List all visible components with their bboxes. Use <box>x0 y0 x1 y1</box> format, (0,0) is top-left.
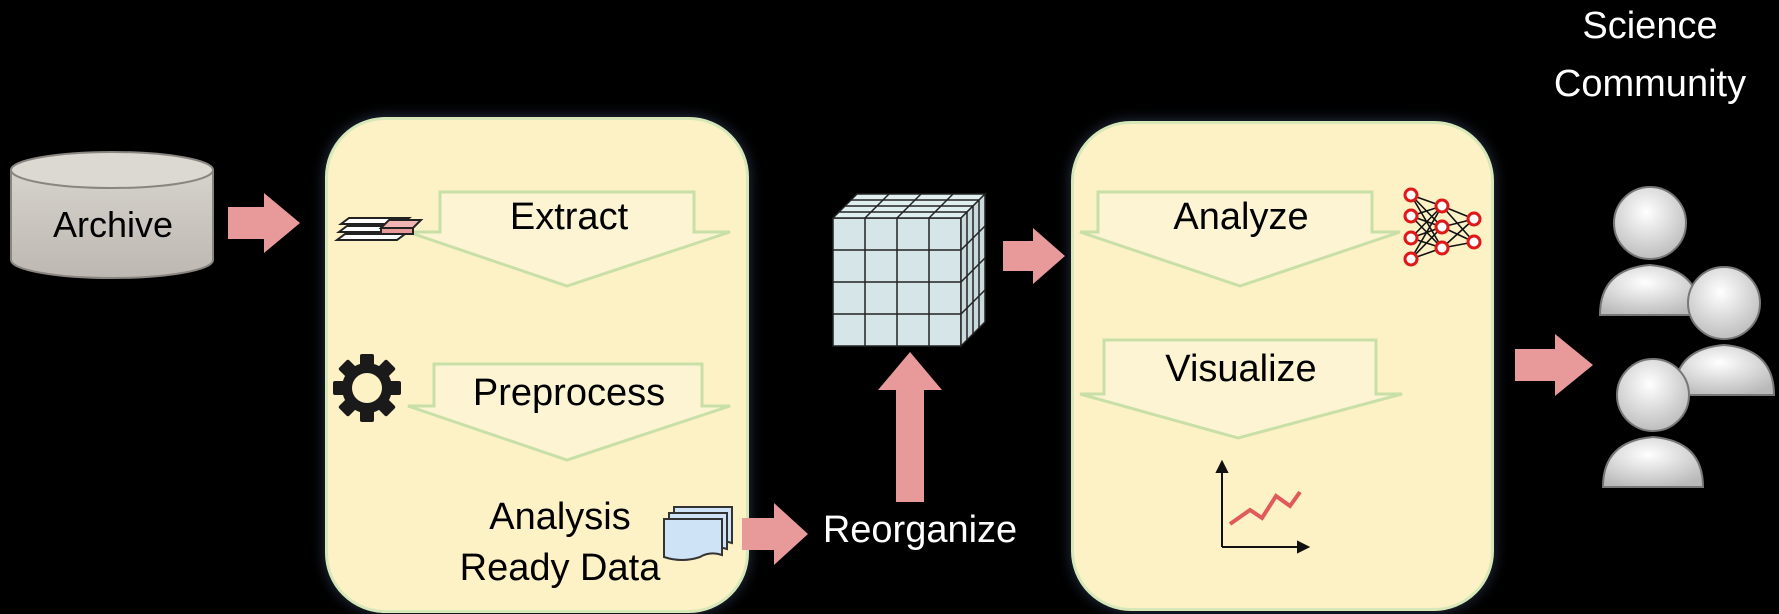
database-icon <box>10 151 214 279</box>
visualize-label: Visualize <box>1165 348 1317 390</box>
users-icon <box>1598 186 1776 488</box>
stacked-layers-icon <box>334 217 424 241</box>
data-cube-icon <box>831 192 987 348</box>
visualize-step <box>1079 338 1403 440</box>
community-label-line1: Science <box>1582 5 1718 47</box>
neural-network-icon <box>1403 187 1482 267</box>
flow-arrow <box>228 193 300 253</box>
line-chart-icon <box>1215 459 1311 554</box>
analyze-label: Analyze <box>1173 196 1309 238</box>
analyze-step <box>1079 190 1401 288</box>
gear-icon <box>333 354 401 422</box>
flow-arrow <box>1515 334 1593 396</box>
flow-arrow <box>878 352 942 502</box>
ard-label-line1: Analysis <box>489 496 631 538</box>
documents-icon <box>663 506 733 561</box>
extract-label: Extract <box>509 196 629 238</box>
reorganize-label: Reorganize <box>822 509 1018 551</box>
flow-arrow <box>1003 228 1065 284</box>
extract-step <box>407 190 731 288</box>
preprocess-step <box>407 362 731 462</box>
flow-arrow <box>742 503 808 565</box>
archive-label: Archive <box>52 204 174 245</box>
ard-label-line2: Ready Data <box>459 547 661 589</box>
community-label-line2: Community <box>1553 63 1747 105</box>
preprocess-label: Preprocess <box>472 372 666 414</box>
